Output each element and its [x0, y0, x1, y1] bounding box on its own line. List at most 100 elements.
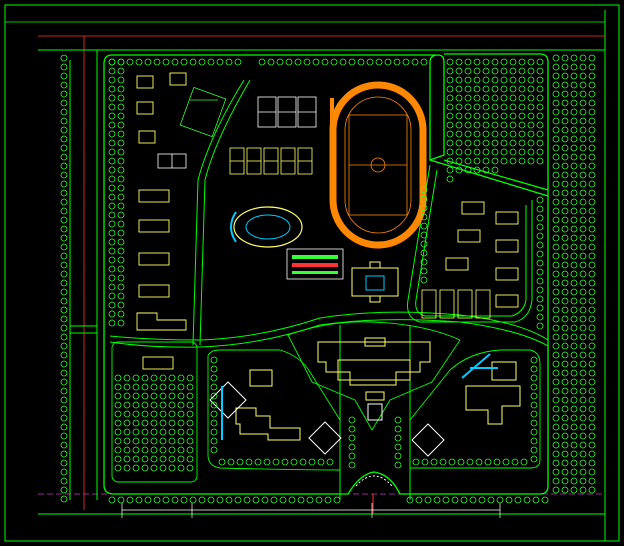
- tree: [117, 130, 125, 138]
- tree: [552, 450, 560, 458]
- tree: [126, 496, 134, 504]
- tree: [177, 419, 185, 427]
- tree: [536, 304, 544, 312]
- tree: [588, 54, 596, 62]
- tree: [509, 139, 517, 147]
- tree: [141, 437, 149, 445]
- tree: [561, 54, 569, 62]
- tree: [561, 225, 569, 233]
- tree: [500, 85, 508, 93]
- tree: [482, 148, 490, 156]
- tree: [530, 446, 538, 454]
- tree: [123, 446, 131, 454]
- tree: [132, 428, 140, 436]
- tree: [536, 295, 544, 303]
- tree: [579, 90, 587, 98]
- tree: [561, 261, 569, 269]
- tree: [150, 428, 158, 436]
- tree: [579, 153, 587, 161]
- tree: [588, 126, 596, 134]
- tree: [153, 496, 161, 504]
- tree: [552, 315, 560, 323]
- tree: [473, 157, 481, 165]
- tree: [561, 423, 569, 431]
- tree: [433, 496, 441, 504]
- tree: [60, 432, 68, 440]
- tree: [464, 85, 472, 93]
- tree: [186, 383, 194, 391]
- tree: [518, 121, 526, 129]
- tree: [117, 121, 125, 129]
- tree: [294, 58, 302, 66]
- tree: [579, 144, 587, 152]
- internal-roads: [109, 79, 549, 500]
- tree: [570, 144, 578, 152]
- tree: [552, 279, 560, 287]
- tree: [570, 216, 578, 224]
- tree: [532, 496, 540, 504]
- tree: [570, 486, 578, 494]
- tree: [552, 216, 560, 224]
- tree: [552, 486, 560, 494]
- tree: [502, 458, 510, 466]
- tree: [530, 455, 538, 463]
- tree: [421, 458, 429, 466]
- tree: [500, 148, 508, 156]
- tree: [579, 180, 587, 188]
- tree: [225, 496, 233, 504]
- tree: [117, 301, 125, 309]
- tree: [518, 58, 526, 66]
- tree: [406, 496, 414, 504]
- tree: [473, 130, 481, 138]
- tree: [60, 468, 68, 476]
- tree: [457, 458, 465, 466]
- tree: [579, 468, 587, 476]
- tree: [299, 458, 307, 466]
- tree: [552, 369, 560, 377]
- tree: [552, 459, 560, 467]
- tree: [60, 270, 68, 278]
- tree: [473, 139, 481, 147]
- tree: [482, 166, 490, 174]
- tree: [561, 126, 569, 134]
- tree: [473, 112, 481, 120]
- tree: [464, 103, 472, 111]
- tree: [60, 225, 68, 233]
- tree: [177, 455, 185, 463]
- tree: [570, 126, 578, 134]
- tree: [514, 496, 522, 504]
- tree: [579, 126, 587, 134]
- tree: [561, 414, 569, 422]
- tree: [394, 425, 402, 433]
- tree: [60, 279, 68, 287]
- tree: [570, 459, 578, 467]
- tree: [455, 121, 463, 129]
- tree: [159, 437, 167, 445]
- tree: [272, 458, 280, 466]
- tree: [579, 423, 587, 431]
- tree: [464, 166, 472, 174]
- tree: [579, 108, 587, 116]
- tree: [117, 67, 125, 75]
- tree: [561, 432, 569, 440]
- tree: [186, 464, 194, 472]
- west-facilities: [157, 86, 227, 169]
- main-gate: [355, 475, 393, 514]
- tree: [570, 243, 578, 251]
- tree: [588, 351, 596, 359]
- tree: [234, 496, 242, 504]
- tree: [579, 270, 587, 278]
- tree: [491, 112, 499, 120]
- tree: [561, 270, 569, 278]
- tree: [500, 103, 508, 111]
- tree: [108, 67, 116, 75]
- tree: [333, 496, 341, 504]
- tree: [518, 148, 526, 156]
- tree: [168, 392, 176, 400]
- tree: [114, 392, 122, 400]
- tree: [561, 288, 569, 296]
- tree: [475, 458, 483, 466]
- tree: [464, 148, 472, 156]
- tree: [117, 247, 125, 255]
- tree: [394, 452, 402, 460]
